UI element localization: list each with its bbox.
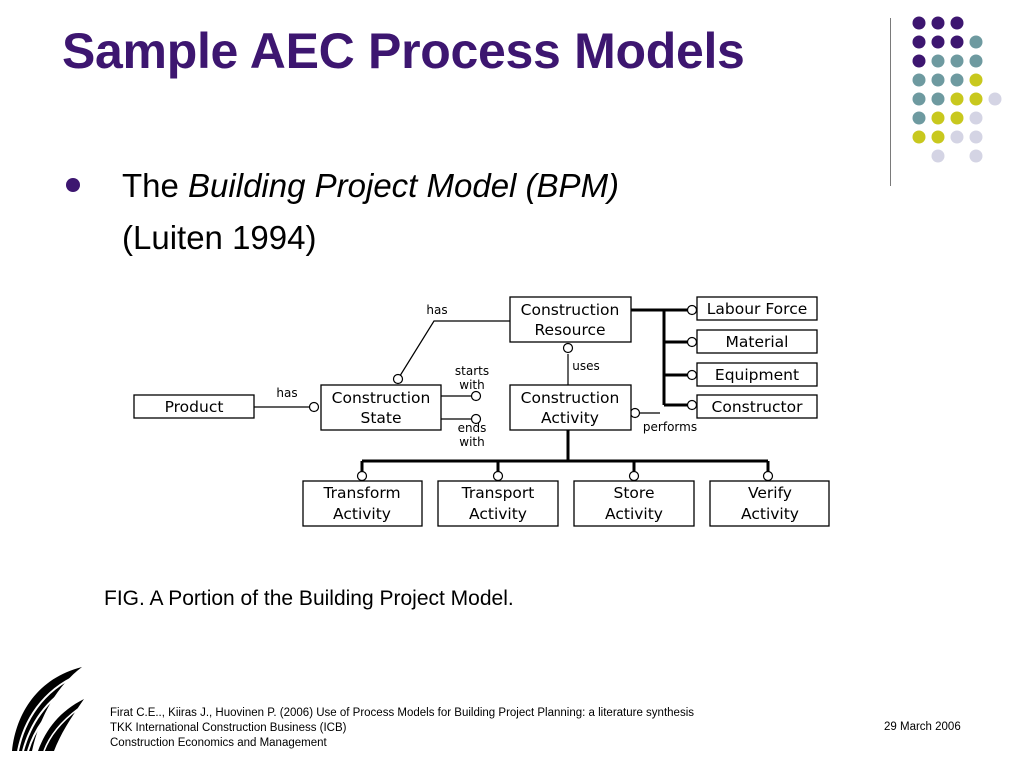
dot-row-4: [912, 73, 983, 87]
figure-caption: FIG. A Portion of the Building Project M…: [104, 587, 514, 610]
activity-tree-end-circles: [356, 470, 774, 482]
node-construction-resource: [509, 296, 632, 343]
bullet-citation: (Luiten 1994): [122, 219, 317, 256]
dot-row-6: [912, 111, 983, 125]
dot-row-5: [912, 92, 1002, 106]
resource-tree-end-circles: [686, 304, 698, 411]
node-material: [696, 329, 818, 354]
node-transform-activity: [302, 480, 423, 527]
node-construction-activity: [509, 384, 632, 431]
edge-label-has-left: has: [276, 386, 297, 400]
node-verify-activity: [709, 480, 830, 527]
node-product-label: Product: [165, 398, 224, 416]
node-constructor: [696, 394, 818, 419]
bullet-italic-model-name: Building Project Model (BPM): [188, 167, 620, 204]
node-equipment-label: Equipment: [715, 366, 799, 384]
dot-row-3: [912, 54, 983, 68]
node-transform-activity-line1: Transform: [322, 484, 400, 502]
edge-label-has-top: has: [426, 303, 447, 317]
footer-citation: Firat C.E.., Kiiras J., Huovinen P. (200…: [110, 706, 694, 751]
node-store-activity: [573, 480, 695, 527]
dot-row-7: [912, 130, 983, 144]
node-construction-state: [320, 384, 442, 431]
edge-label-ends-with: with: [459, 435, 484, 449]
diagram-connectors: [254, 320, 660, 420]
node-labour-force-label: Labour Force: [707, 300, 808, 318]
dot-row-2: [912, 35, 983, 49]
diagram-boxes: [133, 296, 830, 527]
node-construction-state-line1: Construction: [332, 389, 431, 407]
node-transport-activity-line1: Transport: [461, 484, 535, 502]
node-store-activity-line1: Store: [614, 484, 655, 502]
node-constructor-label: Constructor: [712, 398, 804, 416]
node-transport-activity: [437, 480, 559, 527]
dot-row-1: [912, 16, 964, 30]
node-construction-resource-line2: Resource: [534, 321, 605, 339]
node-construction-state-line2: State: [360, 409, 401, 427]
edge-label-starts: starts: [455, 364, 489, 378]
node-material-label: Material: [726, 333, 789, 351]
tkk-logo-icon: [12, 667, 84, 752]
dot-row-8: [931, 149, 983, 163]
edge-label-starts-with: with: [459, 378, 484, 392]
decorative-dot-grid: [912, 16, 1002, 163]
slide-title: Sample AEC Process Models: [62, 23, 745, 79]
edge-labels: has has uses starts with ends with perfo…: [276, 303, 697, 449]
node-construction-resource-line1: Construction: [521, 301, 620, 319]
bullet-text: The Building Project Model (BPM) (Luiten …: [122, 160, 822, 264]
bullet-dot-icon: [66, 178, 80, 192]
edge-label-uses: uses: [572, 359, 600, 373]
bullet-prefix: The: [122, 167, 189, 204]
footer-line-1: Firat C.E.., Kiiras J., Huovinen P. (200…: [110, 707, 694, 719]
footer-line-3: Construction Economics and Management: [110, 737, 327, 749]
node-verify-activity-line2: Activity: [741, 505, 799, 523]
node-transport-activity-line2: Activity: [469, 505, 527, 523]
node-equipment: [696, 362, 818, 387]
node-construction-activity-line1: Construction: [521, 389, 620, 407]
node-construction-activity-line2: Activity: [541, 409, 599, 427]
footer-line-2: TKK International Construction Business …: [110, 722, 347, 734]
node-transform-activity-line2: Activity: [333, 505, 391, 523]
title-divider-line: [890, 18, 891, 186]
activity-subtype-tree: [360, 430, 770, 475]
footer-date: 29 March 2006: [884, 721, 961, 733]
edge-label-ends: ends: [458, 421, 487, 435]
edge-end-circles: [308, 342, 641, 425]
node-labour-force: [696, 296, 818, 321]
node-labels: Construction Resource Construction State…: [165, 300, 808, 523]
edge-label-performs: performs: [643, 420, 697, 434]
node-verify-activity-line1: Verify: [748, 484, 792, 502]
node-product: [133, 394, 255, 419]
node-store-activity-line2: Activity: [605, 505, 663, 523]
resource-subtype-tree: [631, 308, 688, 407]
edge-state-has-resource: [397, 320, 510, 380]
